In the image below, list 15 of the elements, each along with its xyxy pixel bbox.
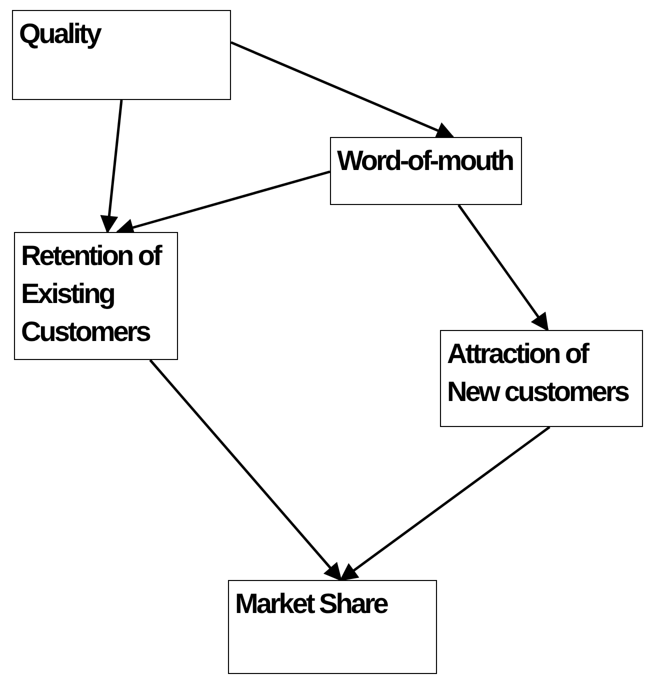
process-box [12, 10, 231, 100]
process-box [330, 137, 522, 205]
arrow [100, 100, 123, 234]
arrow [458, 204, 549, 332]
box-label: Attraction of New customers [447, 337, 630, 409]
process-box [440, 330, 643, 427]
arrow [230, 41, 455, 139]
arrow [339, 426, 550, 582]
box-label: Market Share [235, 587, 388, 621]
process-box [14, 232, 178, 360]
box-label: Quality [19, 17, 102, 51]
box-label: Retention of Existing Customers [21, 239, 162, 349]
process-box [228, 580, 437, 674]
box-label: Word-of-mouth [337, 144, 514, 178]
arrow [149, 359, 342, 582]
